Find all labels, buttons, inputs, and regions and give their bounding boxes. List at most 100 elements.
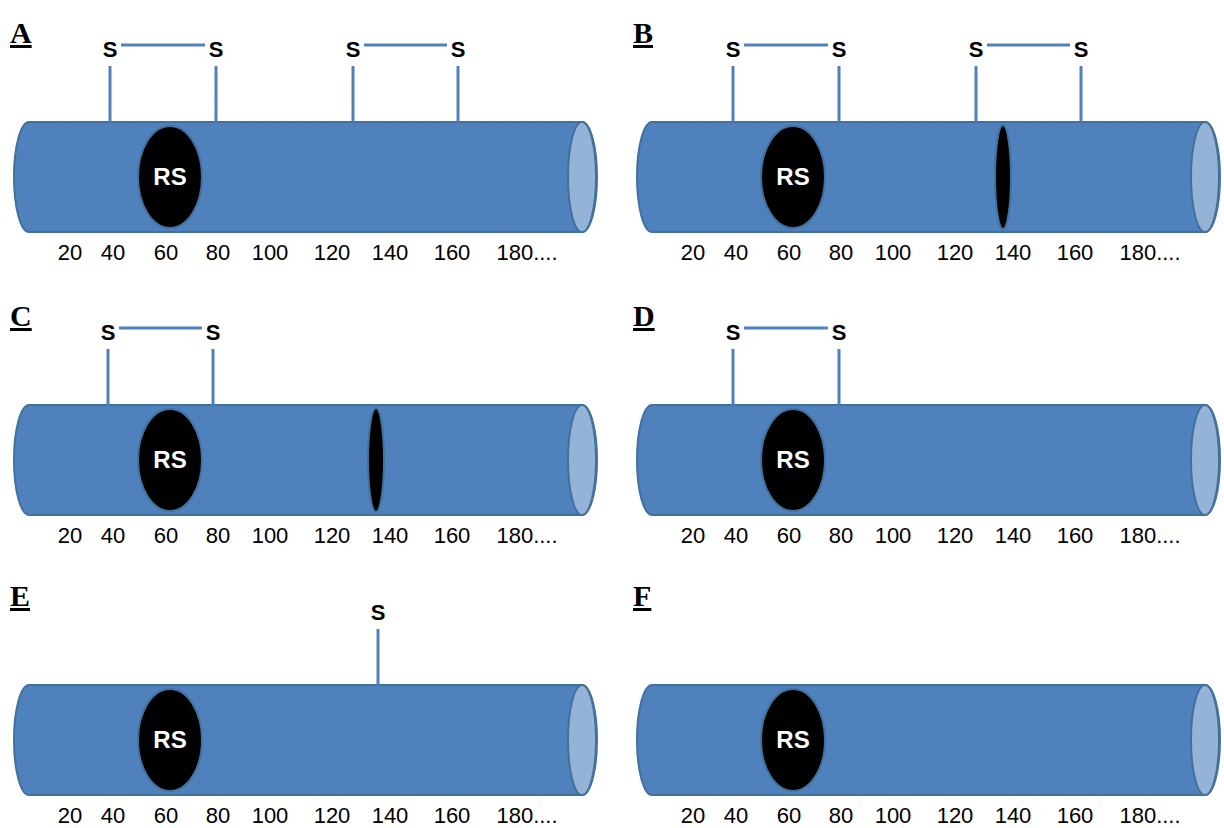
- sulfur-label: S: [1074, 39, 1089, 61]
- panel-letter: D: [633, 301, 655, 331]
- axis-number: 120: [937, 242, 974, 264]
- cylinder-end: [1191, 122, 1219, 232]
- protein-panel: [637, 685, 1220, 795]
- axis-number: 60: [154, 242, 178, 264]
- bond-stem: [109, 66, 112, 122]
- bond-stem: [107, 349, 110, 405]
- axis-number: 180....: [496, 525, 557, 547]
- cylinder-end: [1191, 685, 1219, 795]
- axis-number: 180....: [1119, 525, 1180, 547]
- axis-number: 120: [314, 805, 351, 827]
- axis-number: 20: [681, 525, 705, 547]
- axis-number: 100: [875, 525, 912, 547]
- axis-number: 60: [154, 525, 178, 547]
- axis-number: 160: [434, 242, 471, 264]
- axis-number: 120: [314, 525, 351, 547]
- bond-stem: [732, 349, 735, 405]
- rs-shape: [761, 689, 825, 791]
- cylinder-body: [14, 685, 597, 795]
- axis-number: 160: [1057, 525, 1094, 547]
- disulfide-bond: [119, 327, 202, 330]
- axis-number: 100: [875, 242, 912, 264]
- protein-panel: [14, 45, 597, 232]
- axis-number: 60: [777, 525, 801, 547]
- sulfur-label: S: [832, 322, 847, 344]
- axis-number: 120: [937, 525, 974, 547]
- cylinder-end: [568, 122, 596, 232]
- axis-number: 140: [372, 525, 409, 547]
- cylinder-end: [568, 405, 596, 515]
- axis-number: 40: [724, 242, 748, 264]
- cylinder-end: [1191, 405, 1219, 515]
- rs-label: RS: [153, 163, 186, 191]
- axis-number: 160: [1057, 805, 1094, 827]
- sulfur-label: S: [206, 322, 221, 344]
- rs-shape: [138, 689, 202, 791]
- thin-band: [995, 125, 1011, 229]
- axis-number: 20: [58, 242, 82, 264]
- axis-number: 140: [372, 805, 409, 827]
- rs-ellipse: RS: [136, 407, 204, 513]
- axis-number: 40: [101, 525, 125, 547]
- thin-band: [368, 408, 384, 512]
- axis-number: 20: [58, 805, 82, 827]
- axis-number: 100: [252, 805, 289, 827]
- panel-letter: A: [10, 18, 32, 48]
- sulfur-label: S: [346, 39, 361, 61]
- rs-shape: [138, 409, 202, 511]
- bond-stem: [352, 66, 355, 122]
- sulfur-label: S: [832, 39, 847, 61]
- rs-ellipse: RS: [136, 124, 204, 230]
- axis-number: 180....: [1119, 805, 1180, 827]
- rs-shape: [761, 409, 825, 511]
- axis-number: 160: [434, 525, 471, 547]
- disulfide-bond: [987, 44, 1070, 47]
- sulfur-label: S: [969, 39, 984, 61]
- axis-number: 40: [724, 805, 748, 827]
- rs-ellipse: RS: [759, 687, 827, 793]
- axis-number: 20: [58, 525, 82, 547]
- axis-number: 40: [101, 242, 125, 264]
- bond-stem: [212, 349, 215, 405]
- axis-number: 160: [434, 805, 471, 827]
- sulfur-label: S: [726, 322, 741, 344]
- cylinder-body: [637, 122, 1220, 232]
- axis-number: 60: [154, 805, 178, 827]
- cylinder-body: [14, 122, 597, 232]
- axis-number: 20: [681, 805, 705, 827]
- sulfur-label: S: [451, 39, 466, 61]
- protein-panel: [637, 45, 1220, 232]
- rs-label: RS: [776, 446, 809, 474]
- rs-shape: [138, 126, 202, 228]
- axis-number: 80: [829, 525, 853, 547]
- axis-number: 60: [777, 242, 801, 264]
- axis-number: 20: [681, 242, 705, 264]
- axis-number: 100: [875, 805, 912, 827]
- disulfide-bond: [744, 44, 828, 47]
- rs-ellipse: RS: [136, 687, 204, 793]
- bond-stem: [838, 349, 841, 405]
- axis-number: 120: [937, 805, 974, 827]
- axis-number: 100: [252, 525, 289, 547]
- panel-letter: E: [10, 581, 30, 611]
- axis-number: 80: [829, 805, 853, 827]
- cylinder-body: [637, 405, 1220, 515]
- rs-ellipse: RS: [759, 124, 827, 230]
- sulfur-label: S: [726, 39, 741, 61]
- bond-stem: [732, 66, 735, 122]
- axis-number: 80: [206, 525, 230, 547]
- bond-stem: [457, 66, 460, 122]
- protein-panel: [14, 328, 597, 515]
- disulfide-bond: [744, 327, 828, 330]
- protein-panel: [14, 629, 597, 795]
- axis-number: 140: [995, 805, 1032, 827]
- sulfur-label: S: [371, 602, 386, 624]
- axis-number: 180....: [496, 242, 557, 264]
- rs-label: RS: [153, 446, 186, 474]
- panel-letter: F: [633, 581, 651, 611]
- rs-label: RS: [776, 726, 809, 754]
- panel-letter: B: [633, 18, 653, 48]
- cylinder-body: [637, 685, 1220, 795]
- cylinder-end: [568, 685, 596, 795]
